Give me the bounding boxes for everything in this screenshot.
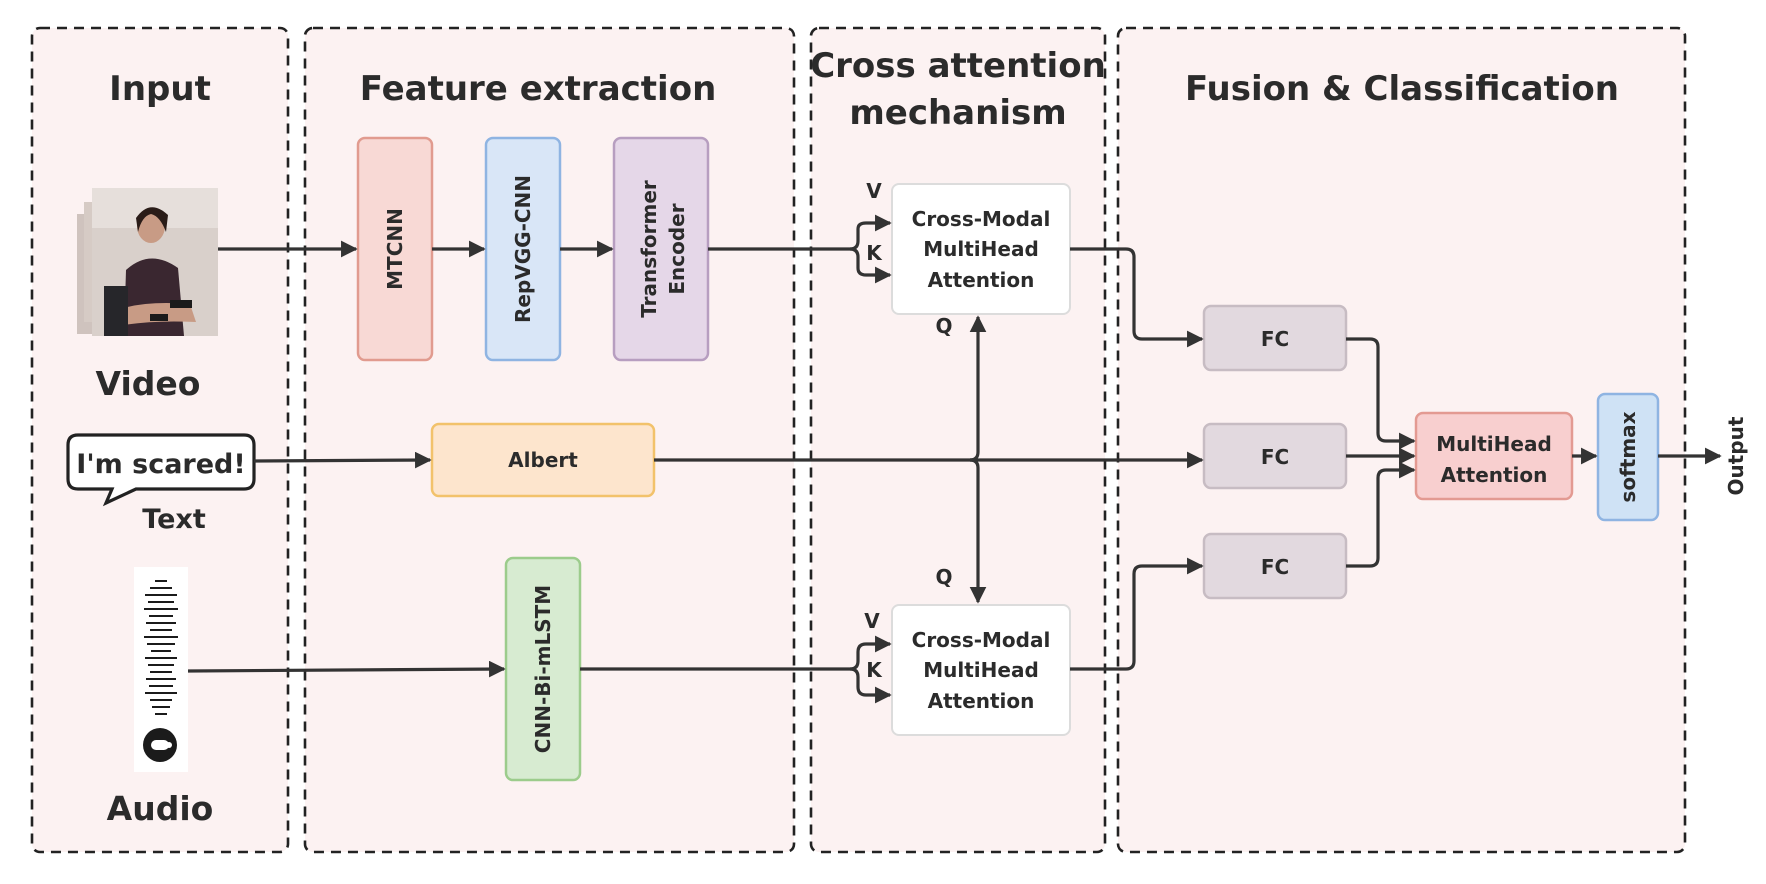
text-label: Text: [142, 504, 206, 535]
cross-modal-bottom-line2: MultiHead: [923, 658, 1039, 682]
video-label: Video: [96, 364, 201, 403]
cross-attention-title-line2: mechanism: [849, 93, 1066, 133]
fc-middle-label: FC: [1261, 445, 1289, 469]
feature-extraction-title: Feature extraction: [360, 69, 717, 109]
repvgg-label: RepVGG-CNN: [511, 175, 535, 323]
multihead-attention-line2: Attention: [1441, 463, 1548, 487]
fc-top-label: FC: [1261, 327, 1289, 351]
microphone-icon: [143, 728, 177, 762]
audio-label: Audio: [107, 789, 214, 828]
k-label-top: K: [866, 241, 883, 265]
audio-waveform-image: [134, 567, 188, 772]
transformer-label-line1: Transformer: [637, 180, 661, 318]
multihead-attention-line1: MultiHead: [1436, 432, 1552, 456]
q-label-top: Q: [935, 314, 952, 338]
cross-modal-top-line3: Attention: [928, 268, 1035, 292]
v-label-top: V: [866, 179, 882, 203]
cross-modal-bottom-line1: Cross-Modal: [912, 628, 1051, 652]
input-section-title: Input: [109, 69, 211, 109]
cross-attention-title-line1: Cross attention: [810, 46, 1106, 86]
albert-label: Albert: [508, 448, 578, 472]
output-label: Output: [1724, 416, 1748, 495]
speech-bubble-text: I'm scared!: [76, 449, 245, 480]
speech-bubble: [66, 433, 256, 507]
cross-modal-top-line2: MultiHead: [923, 237, 1039, 261]
cnn-bilstm-label: CNN-Bi-mLSTM: [531, 585, 555, 753]
q-label-bottom: Q: [935, 565, 952, 589]
cross-modal-top-line1: Cross-Modal: [912, 207, 1051, 231]
video-frames-image: [77, 188, 218, 336]
flow-arrows: [187, 214, 1722, 704]
fusion-title: Fusion & Classification: [1185, 69, 1619, 109]
mtcnn-label: MTCNN: [383, 208, 407, 290]
transformer-encoder-box: [612, 136, 710, 362]
softmax-label: softmax: [1616, 411, 1640, 502]
fc-bottom-label: FC: [1261, 555, 1289, 579]
k-label-bottom: K: [866, 658, 883, 682]
cross-modal-bottom-line3: Attention: [928, 689, 1035, 713]
v-label-bottom: V: [864, 609, 880, 633]
transformer-label-line2: Encoder: [665, 203, 689, 294]
